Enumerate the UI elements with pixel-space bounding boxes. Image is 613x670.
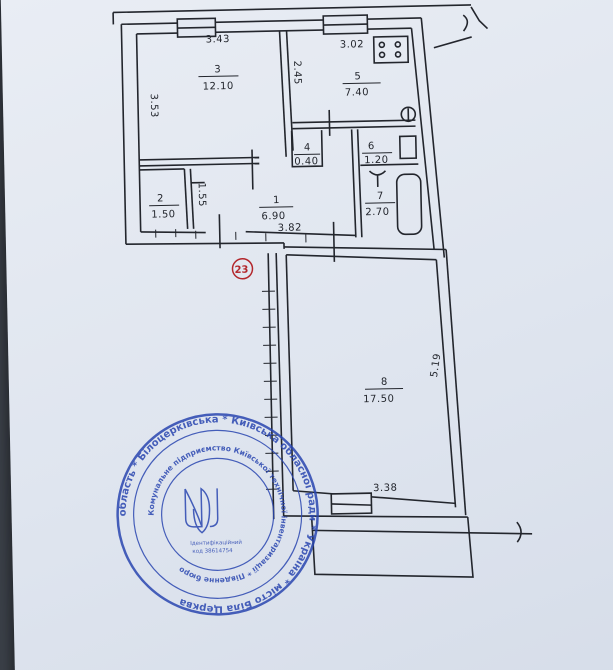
- room-2-label: 2 1.50: [149, 193, 180, 221]
- svg-text:7: 7: [377, 191, 384, 202]
- svg-text:17.50: 17.50: [363, 394, 394, 406]
- room-8-label: 8 17.50: [363, 377, 404, 406]
- plan-walls: [112, 4, 533, 578]
- room-6-label: 6 1.20: [362, 141, 393, 167]
- dim-room3-width: 3.43: [206, 34, 230, 46]
- dim-room8-width: 3.38: [373, 483, 397, 495]
- dim-room3-height: 3.53: [148, 93, 160, 117]
- svg-text:2: 2: [157, 193, 164, 204]
- svg-text:5: 5: [354, 71, 361, 82]
- trident-emblem: [184, 487, 219, 534]
- svg-text:1: 1: [273, 195, 280, 206]
- official-stamp: область * Білоцерківська * Київська обла…: [115, 412, 320, 616]
- room-7-label: 7 2.70: [365, 191, 396, 219]
- svg-text:4: 4: [304, 142, 311, 153]
- room-5-label: 5 7.40: [342, 71, 381, 99]
- svg-text:7.40: 7.40: [345, 87, 369, 99]
- svg-text:0.40: 0.40: [294, 156, 318, 168]
- dim-corridor-width: 3.82: [278, 223, 302, 235]
- dim-room8-height: 5.19: [429, 353, 444, 379]
- svg-text:3: 3: [214, 64, 221, 75]
- room-labels: 3 12.10 5 7.40 4 0.40 6 1.20: [149, 64, 404, 406]
- svg-text:8: 8: [381, 377, 388, 388]
- room-3-label: 3 12.10: [198, 64, 239, 93]
- svg-text:1.50: 1.50: [151, 209, 175, 221]
- dim-room5-width: 3.02: [340, 39, 364, 51]
- room-4-label: 4 0.40: [294, 142, 321, 168]
- svg-text:12.10: 12.10: [203, 81, 234, 93]
- dim-room2-height: 1.55: [196, 183, 208, 207]
- svg-text:23: 23: [234, 265, 248, 276]
- room-1-label: 1 6.90: [259, 195, 294, 223]
- dimension-labels: 3.43 3.53 3.02 2.45 1.55 3.82 3.38 5.19: [148, 34, 444, 495]
- svg-text:1.20: 1.20: [364, 155, 388, 167]
- svg-text:6.90: 6.90: [261, 211, 285, 223]
- stamp-id-line2: код 38614754: [192, 548, 233, 555]
- svg-text:2.70: 2.70: [365, 207, 389, 219]
- stamp-id-line1: Ідентифікаційний: [190, 539, 242, 547]
- dim-room5-height: 2.45: [291, 60, 303, 84]
- apartment-marker: 23: [231, 258, 254, 280]
- svg-text:6: 6: [368, 141, 375, 152]
